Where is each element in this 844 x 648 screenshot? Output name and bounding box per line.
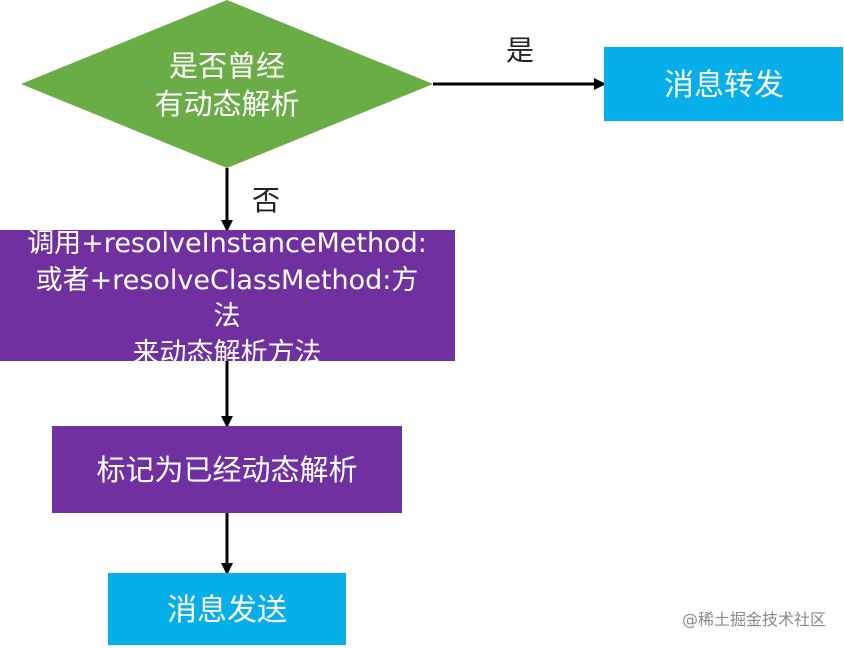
resolve-label-line-4: 来动态解析方法 xyxy=(133,338,322,369)
resolve-label-line-1: 调用+resolveInstanceMethod: xyxy=(27,228,427,259)
watermark-text: @稀土掘金技术社区 xyxy=(681,610,826,629)
forward-box xyxy=(604,47,843,121)
mark-label: 标记为已经动态解析 xyxy=(96,453,357,487)
mark-box xyxy=(52,426,402,513)
resolve-label-line-3: 法 xyxy=(214,301,241,332)
forward-label: 消息转发 xyxy=(664,68,784,103)
decision-diamond xyxy=(21,0,433,168)
no-label: 否 xyxy=(252,184,280,217)
send-box xyxy=(108,573,346,645)
yes-label: 是 xyxy=(506,34,534,67)
resolve-box xyxy=(0,230,455,361)
send-label: 消息发送 xyxy=(167,593,287,628)
decision-label-line-2: 有动态解析 xyxy=(154,87,299,121)
resolve-label-line-2: 或者+resolveClassMethod:方 xyxy=(36,265,419,296)
decision-label-line-1: 是否曾经 xyxy=(169,49,285,83)
